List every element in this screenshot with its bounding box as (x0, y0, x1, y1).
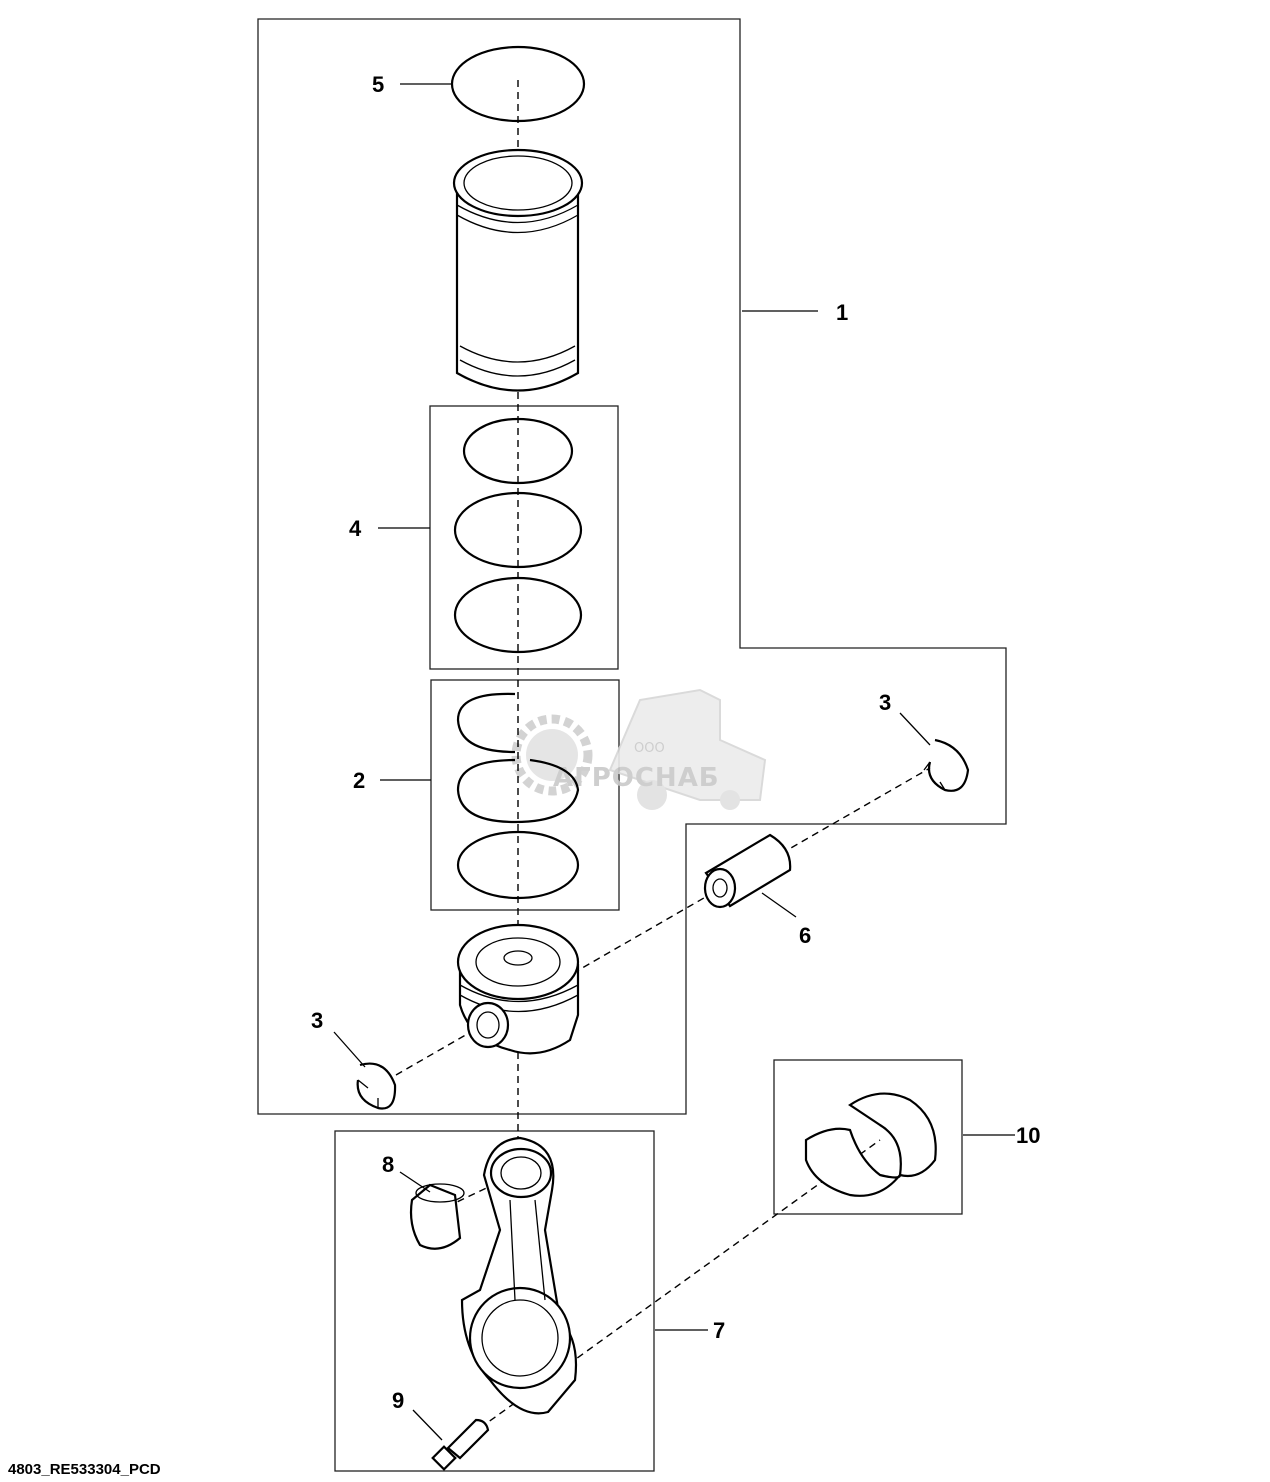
gear-icon (511, 714, 593, 796)
piston-ring-oil (456, 830, 580, 900)
snap-ring-left (356, 1062, 397, 1110)
callout-7: 7 (713, 1318, 725, 1343)
leader-3-right (899, 712, 931, 746)
piston (456, 923, 580, 1055)
connecting-rod (460, 1136, 578, 1415)
callout-2: 2 (353, 768, 365, 793)
callout-10: 10 (1016, 1123, 1040, 1148)
figure-code: 4803_RE533304_PCD (8, 1461, 161, 1478)
piston-ring-middle (456, 758, 580, 824)
cylinder-liner (452, 148, 584, 392)
piston-pin (703, 833, 792, 909)
callout-4: 4 (349, 516, 362, 541)
callout-3-left: 3 (311, 1008, 323, 1033)
piston-ring-top (456, 692, 516, 754)
rod-bolt (431, 1418, 490, 1471)
leader-3-left (333, 1031, 366, 1068)
watermark-prefix: ООО (634, 741, 665, 756)
kit-frame-1 (257, 18, 1007, 1115)
main-bearing-shell (804, 1092, 937, 1197)
callout-8: 8 (382, 1152, 394, 1177)
watermark-logo: ООО АГРОСНАБ (511, 688, 767, 810)
liner-seal-ring-3 (453, 576, 583, 654)
connecting-rod-frame (334, 1130, 655, 1472)
harvester-icon (608, 688, 767, 810)
snap-ring-right (923, 738, 970, 792)
callout-5: 5 (372, 72, 384, 97)
crank-bearing-axis (479, 1139, 881, 1429)
callout-1: 1 (836, 300, 848, 325)
callout-9: 9 (392, 1388, 404, 1413)
bearing-frame (773, 1059, 963, 1215)
leader-6 (761, 892, 797, 918)
leader-8 (399, 1171, 431, 1193)
piston-rings-frame (430, 679, 620, 911)
small-end-bushing (409, 1183, 465, 1250)
leader-9 (412, 1409, 443, 1441)
callout-3-right: 3 (879, 690, 891, 715)
callout-6: 6 (799, 923, 811, 948)
watermark-name: АГРОСНАБ (553, 763, 720, 793)
liner-seal-ring-2 (453, 491, 583, 569)
seal-rings-frame (429, 405, 619, 670)
liner-seal-ring-1 (462, 417, 574, 485)
